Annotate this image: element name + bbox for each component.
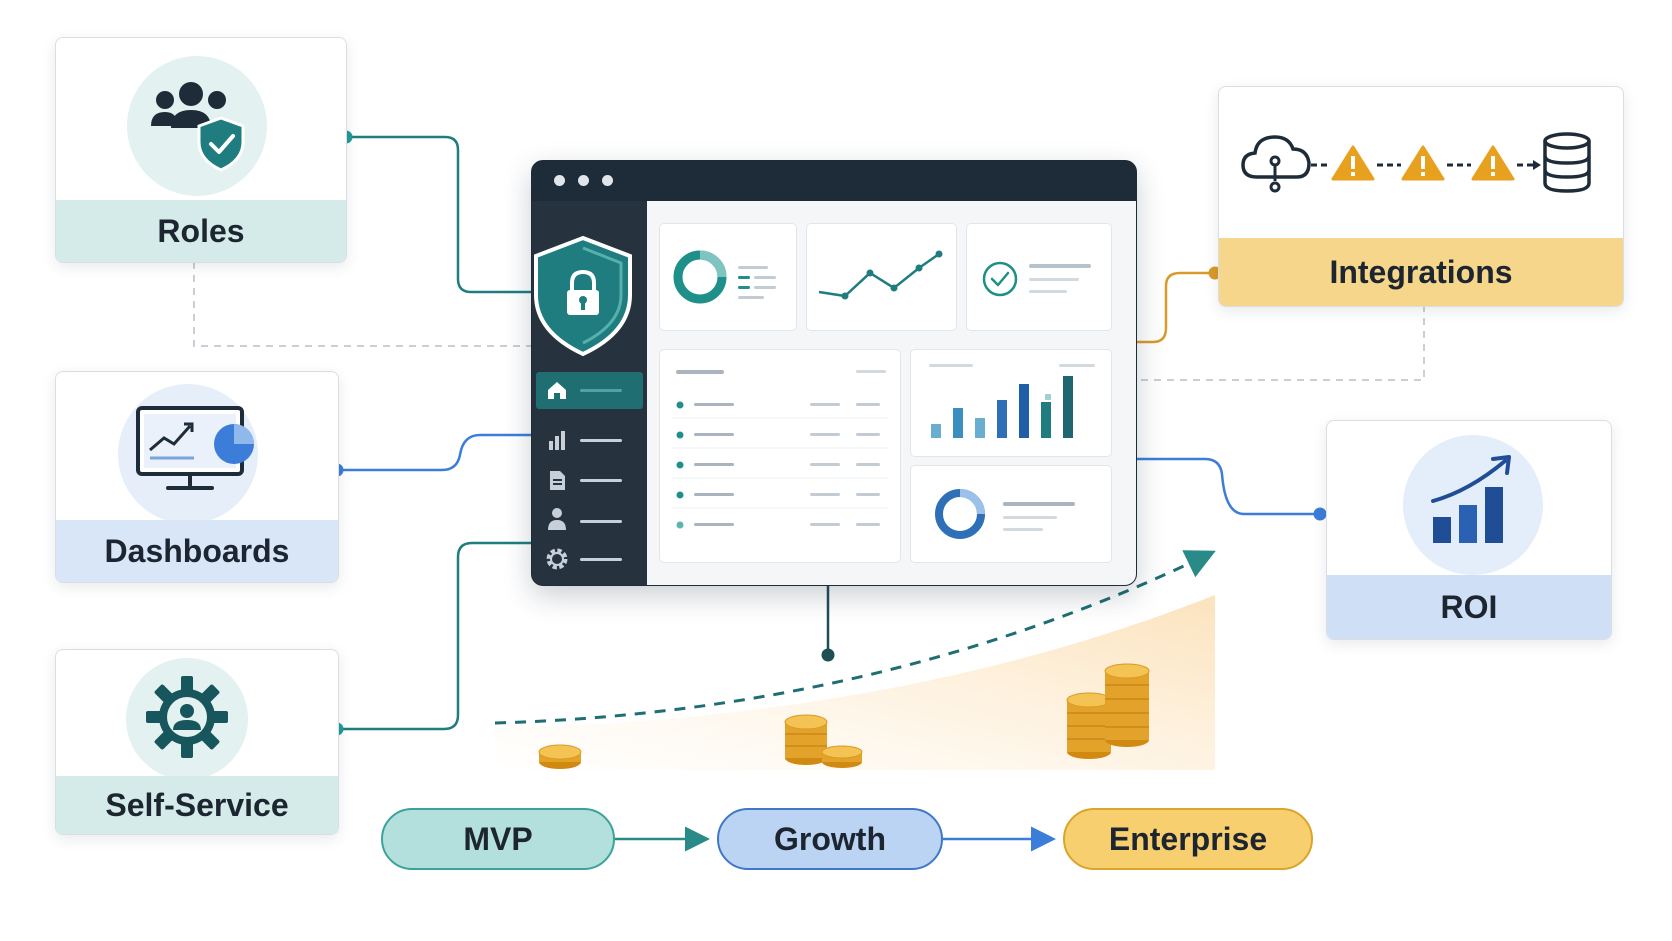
stage-mvp[interactable]: MVP — [381, 808, 615, 870]
dashboards-connector — [337, 433, 531, 472]
monitor-chart-icon — [136, 406, 254, 490]
growth-curve — [494, 550, 1216, 725]
cloud-warning-database-icon — [1241, 132, 1591, 193]
dashed-guide-left — [193, 262, 531, 347]
home-icon — [548, 382, 566, 399]
integrations-label: Integrations — [1219, 238, 1623, 306]
coin-stack-medium — [784, 714, 863, 768]
bar-chart-icon — [549, 431, 565, 450]
dashboards-label: Dashboards — [56, 520, 338, 582]
app-sidebar — [532, 201, 647, 585]
gear-user-icon — [146, 676, 228, 758]
check-status-widget[interactable] — [966, 223, 1112, 331]
table-row — [672, 491, 888, 509]
users-shield-icon — [151, 82, 245, 172]
roles-connector — [346, 135, 531, 294]
app-main-area — [647, 201, 1136, 585]
roi-connector — [1135, 457, 1320, 516]
document-icon — [550, 471, 565, 490]
coin-stack-large — [1066, 663, 1150, 759]
self-service-label: Self-Service — [56, 776, 338, 834]
shield-lock-icon — [534, 235, 632, 357]
integrations-connector — [1135, 271, 1218, 344]
list-table-widget[interactable] — [659, 349, 901, 563]
self-service-card[interactable]: Self-Service — [55, 649, 339, 835]
gear-icon — [546, 548, 568, 570]
coin-stack-small — [538, 744, 582, 769]
bar-chart-arrow-icon — [1431, 455, 1511, 543]
table-row — [672, 401, 888, 419]
app-window[interactable] — [531, 160, 1137, 586]
integrations-card[interactable]: Integrations — [1218, 86, 1624, 307]
growth-glow — [495, 595, 1215, 770]
window-titlebar — [532, 161, 1136, 201]
donut-summary-widget[interactable] — [910, 465, 1112, 563]
dashed-guide-right — [1135, 305, 1425, 381]
bar-chart-widget[interactable] — [910, 349, 1112, 457]
donut-widget[interactable] — [659, 223, 797, 331]
self-service-connector — [337, 541, 531, 731]
window-dot — [602, 175, 613, 186]
window-dot — [578, 175, 589, 186]
stage-enterprise[interactable]: Enterprise — [1063, 808, 1313, 870]
roi-label: ROI — [1327, 575, 1611, 639]
table-row — [672, 461, 888, 479]
line-chart-widget[interactable] — [806, 223, 957, 331]
roi-card[interactable]: ROI — [1326, 420, 1612, 640]
window-dot — [554, 175, 565, 186]
roles-label: Roles — [56, 200, 346, 262]
roles-card[interactable]: Roles — [55, 37, 347, 263]
stage-growth[interactable]: Growth — [717, 808, 943, 870]
table-row — [676, 521, 880, 529]
user-icon — [548, 508, 566, 530]
dashboards-card[interactable]: Dashboards — [55, 371, 339, 583]
table-row — [672, 431, 888, 449]
